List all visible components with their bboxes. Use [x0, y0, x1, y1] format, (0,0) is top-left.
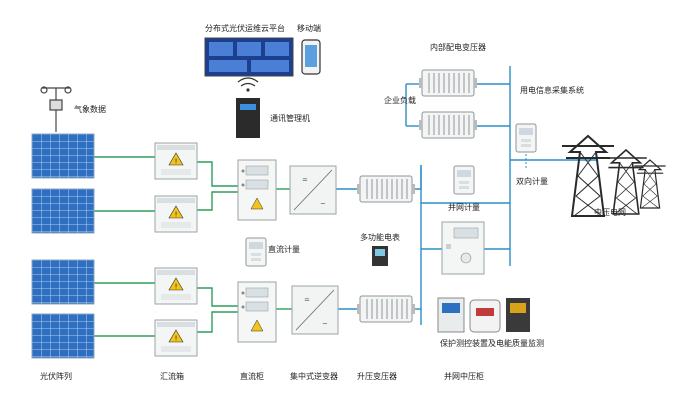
- step-up-transformer: [356, 175, 416, 203]
- bidirectional-meter-label: 双向计量: [516, 176, 548, 186]
- power-quality-screen: [476, 308, 494, 316]
- grid-meter-label: 并网计量: [448, 202, 480, 212]
- protection-device-screen: [442, 303, 460, 313]
- dc-meter-device: [245, 237, 267, 267]
- internal-transformer-label: 内部配电变压器: [430, 42, 486, 52]
- mv-grid-label: 中压电网: [594, 207, 626, 217]
- combiner-box: [154, 195, 198, 233]
- pv-panel: [31, 259, 95, 305]
- bidirectional-meter-device: [515, 123, 537, 153]
- combiner-box: [154, 319, 198, 357]
- inverter-label: 集中式逆变器: [290, 371, 338, 381]
- combiner-box: [154, 267, 198, 305]
- comm-manager-label: 通讯管理机: [270, 113, 310, 123]
- combiner-box: [154, 142, 198, 180]
- dc-cabinet-label: 直流柜: [240, 371, 264, 381]
- step-up-transformer-label: 升压变压器: [357, 371, 397, 381]
- weather-station-icon: [40, 86, 72, 132]
- power-collection-label: 用电信息采集系统: [520, 85, 584, 95]
- comm-manager-light: [240, 104, 256, 110]
- pv-panel: [31, 188, 95, 234]
- pv-array-label: 光伏阵列: [40, 371, 72, 381]
- grid-tower-icon: [561, 135, 615, 217]
- dc-cabinet: [237, 281, 277, 343]
- multifunction-meter-label: 多功能电表: [360, 232, 400, 242]
- step-up-transformer: [356, 295, 416, 323]
- platform-label: 分布式光伏运维云平台: [205, 23, 285, 33]
- protection-label: 保护测控装置及电能质量监测: [440, 338, 544, 348]
- mobile-label: 移动端: [297, 23, 321, 33]
- inverter: [291, 285, 339, 335]
- grid-meter-device: [453, 165, 475, 195]
- grid-mv-cabinet-label: 并网中压柜: [444, 371, 484, 381]
- multifunction-meter-screen: [375, 249, 385, 256]
- dc-cabinet: [237, 159, 277, 221]
- platform-screen-panels: [209, 42, 289, 72]
- internal-transformer: [418, 69, 478, 97]
- control-device-screen: [510, 303, 526, 313]
- dc-wiring: [94, 156, 292, 337]
- weather-label: 气象数据: [74, 104, 106, 114]
- mobile-phone-screen: [305, 45, 317, 67]
- enterprise-load-label: 企业负载: [384, 95, 416, 105]
- dc-meter-label: 直流计量: [268, 244, 300, 254]
- combiner-box-label: 汇流箱: [160, 371, 184, 381]
- inverter: [289, 165, 337, 215]
- pv-panel: [31, 313, 95, 359]
- wifi-icon: [237, 77, 259, 87]
- pv-panel: [31, 133, 95, 179]
- internal-transformer: [418, 111, 478, 139]
- ac-wiring: [336, 66, 598, 325]
- wifi-dot-icon: [246, 88, 250, 92]
